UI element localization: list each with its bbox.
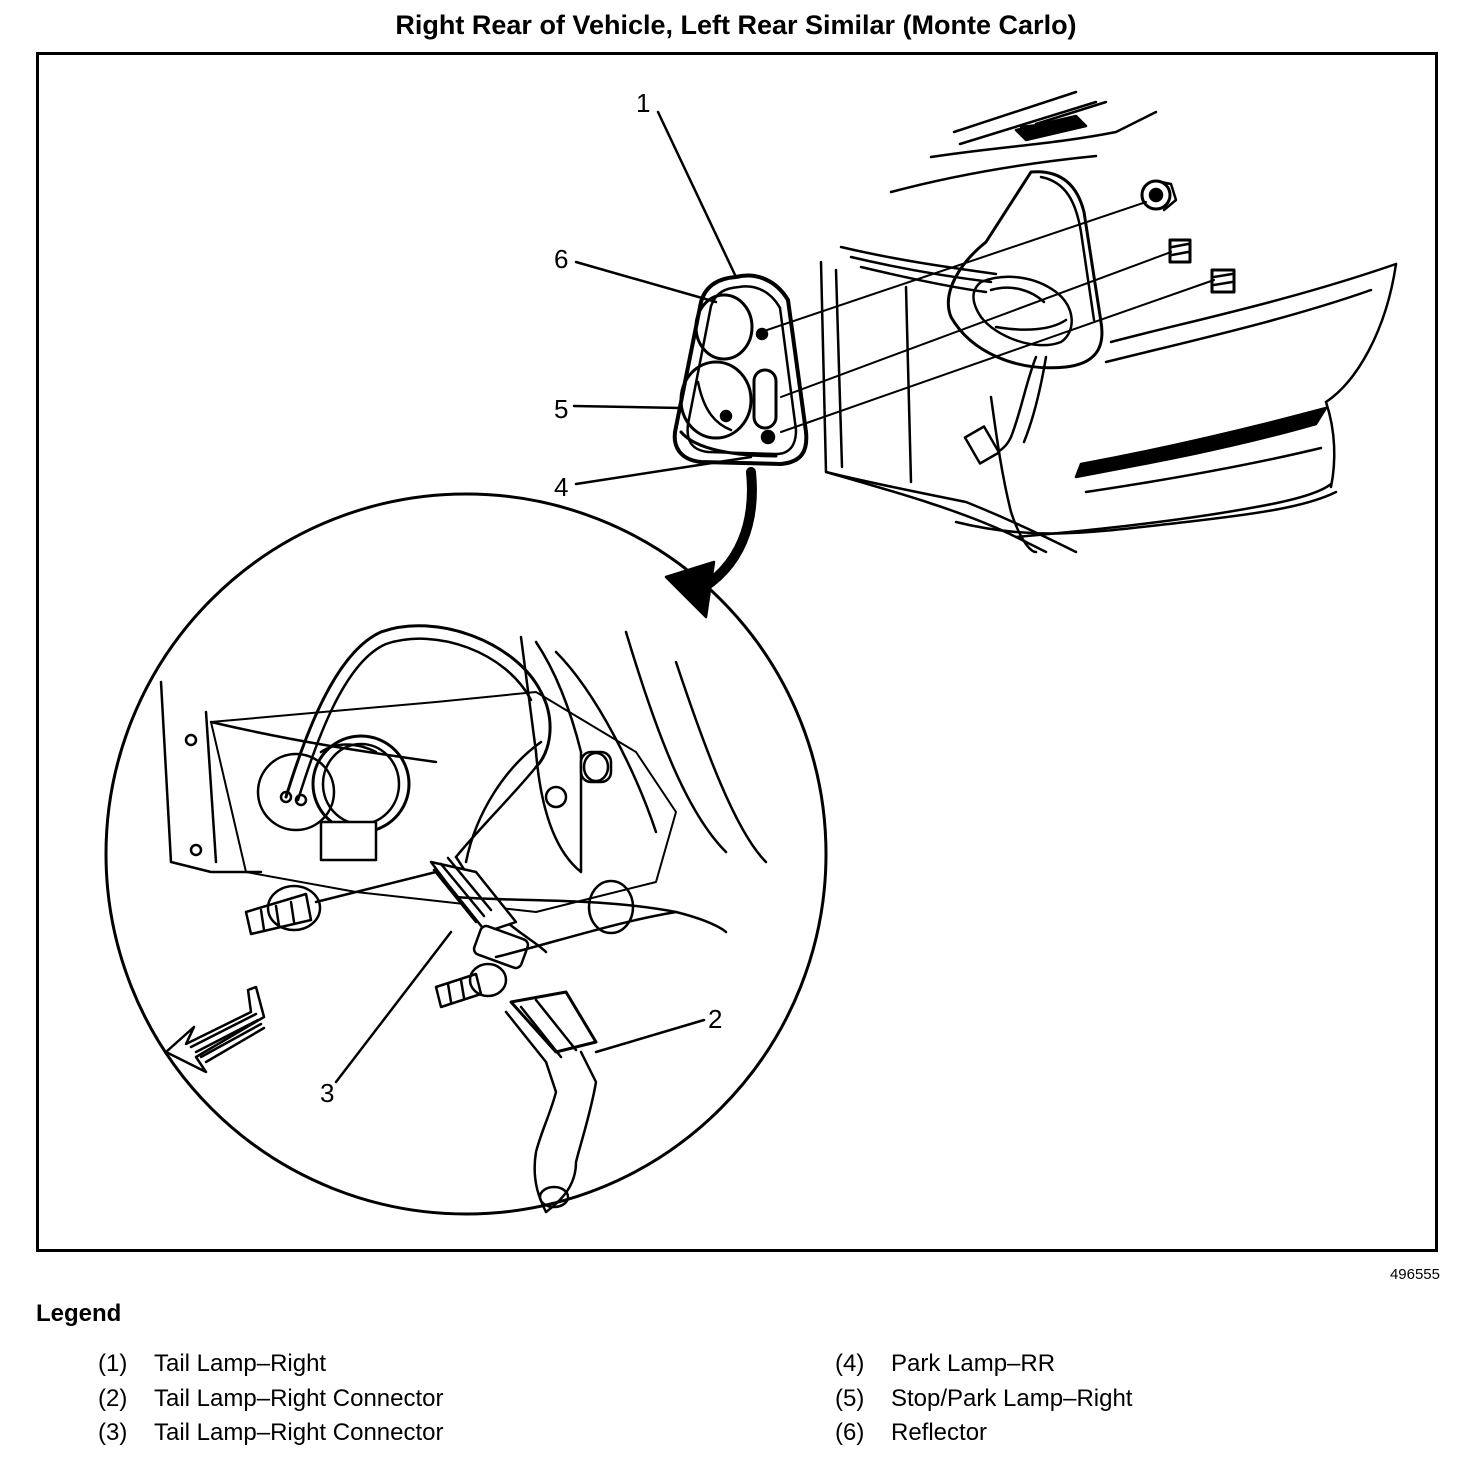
legend-item-label: Reflector [891,1419,988,1446]
nut-middle-icon [1168,238,1192,264]
legend-item-number: (1) [98,1350,128,1377]
callout-4: 4 [554,472,568,502]
legend-item: (1) Tail Lamp–Right [98,1350,326,1378]
legend-item: (5) Stop/Park Lamp–Right [835,1385,1132,1413]
tail-lamp-illustration: 1 6 5 4 2 3 [104,88,1398,1216]
vehicle-rear-quarter [760,90,1398,554]
legend-item: (6) Reflector [835,1419,987,1447]
forward-direction-arrow-icon [164,985,266,1074]
legend-heading: Legend [36,1300,122,1327]
legend-item-label: Tail Lamp–Right [154,1350,327,1377]
callout-1: 1 [636,88,650,118]
callout-2: 2 [708,1004,722,1034]
stud-middle-icon [434,962,508,1009]
legend-item: (4) Park Lamp–RR [835,1350,1055,1378]
legend-item-label: Stop/Park Lamp–Right [891,1385,1133,1412]
hanging-connector [504,990,598,1214]
legend-item-number: (3) [98,1419,128,1446]
legend-item-label: Park Lamp–RR [891,1350,1056,1377]
reflector-lens [694,293,754,361]
tail-lamp-assembly [672,273,809,466]
callout-5: 5 [554,394,568,424]
callout-6: 6 [554,244,568,274]
callout-3: 3 [320,1078,334,1108]
callout-leaders [334,110,753,1084]
diagram-frame [36,52,1438,1252]
detail-arrow-icon [664,467,757,619]
figure-id: 496555 [1389,1266,1440,1283]
legend-item-number: (6) [835,1419,865,1446]
nut-lower-icon [1210,268,1236,294]
legend-item-label: Tail Lamp–Right Connector [154,1419,444,1446]
diagram-title: Right Rear of Vehicle, Left Rear Similar… [395,10,1077,40]
legend-item-label: Tail Lamp–Right Connector [154,1385,444,1412]
detail-view-circle [104,492,828,1216]
legend-item: (2) Tail Lamp–Right Connector [98,1385,444,1413]
stud-left-icon [244,870,438,936]
legend-item-number: (5) [835,1385,865,1412]
stop-park-lens [679,360,753,440]
legend-item-number: (2) [98,1385,128,1412]
legend-item: (3) Tail Lamp–Right Connector [98,1419,444,1447]
nut-upper-icon [1140,179,1178,212]
legend-item-number: (4) [835,1350,865,1377]
